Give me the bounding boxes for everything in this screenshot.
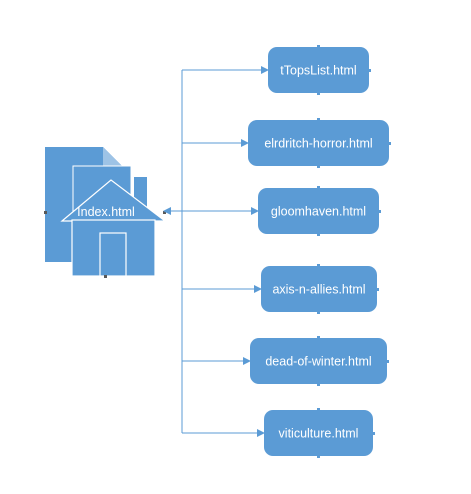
node-handle-bottom <box>317 165 320 168</box>
page-label-axis-n-allies: axis-n-allies.html <box>272 283 365 297</box>
house-icon <box>60 177 167 277</box>
node-handle-right <box>378 210 381 213</box>
page-node-ttopslist[interactable]: tTopsList.html <box>268 45 371 95</box>
node-handle-bottom <box>317 233 320 236</box>
page-label-ttopslist: tTopsList.html <box>280 64 356 78</box>
page-node-gloomhaven[interactable]: gloomhaven.html <box>258 186 381 236</box>
node-handle-right <box>386 360 389 363</box>
node-handle-top <box>317 264 320 267</box>
hub-label: Index.html <box>77 205 135 219</box>
page-node-dead-of-winter[interactable]: dead-of-winter.html <box>250 336 389 386</box>
node-handle-right <box>368 69 371 72</box>
node-handle-right <box>376 288 379 291</box>
page-node-viticulture[interactable]: viticulture.html <box>264 408 375 458</box>
node-handle-right <box>372 432 375 435</box>
node-handle-bottom <box>317 455 320 458</box>
node-handle-bottom <box>317 383 320 386</box>
index-hub[interactable]: Index.html <box>44 147 167 278</box>
node-handle-top <box>317 45 320 48</box>
page-node-elrdritch-horror[interactable]: elrdritch-horror.html <box>248 118 391 168</box>
page-label-viticulture: viticulture.html <box>279 427 359 441</box>
node-handle-bottom <box>317 92 320 95</box>
node-handle-top <box>317 408 320 411</box>
page-label-dead-of-winter: dead-of-winter.html <box>265 355 371 369</box>
connectors <box>163 66 269 437</box>
node-handle-right <box>388 142 391 145</box>
node-handle-top <box>317 186 320 189</box>
hub-handle-left <box>44 211 47 214</box>
node-handle-bottom <box>317 311 320 314</box>
page-node-axis-n-allies[interactable]: axis-n-allies.html <box>261 264 379 314</box>
page-label-gloomhaven: gloomhaven.html <box>271 205 366 219</box>
node-handle-top <box>317 336 320 339</box>
node-handle-top <box>317 118 320 121</box>
hub-handle-bottom <box>104 275 107 278</box>
page-label-elrdritch-horror: elrdritch-horror.html <box>264 137 372 151</box>
